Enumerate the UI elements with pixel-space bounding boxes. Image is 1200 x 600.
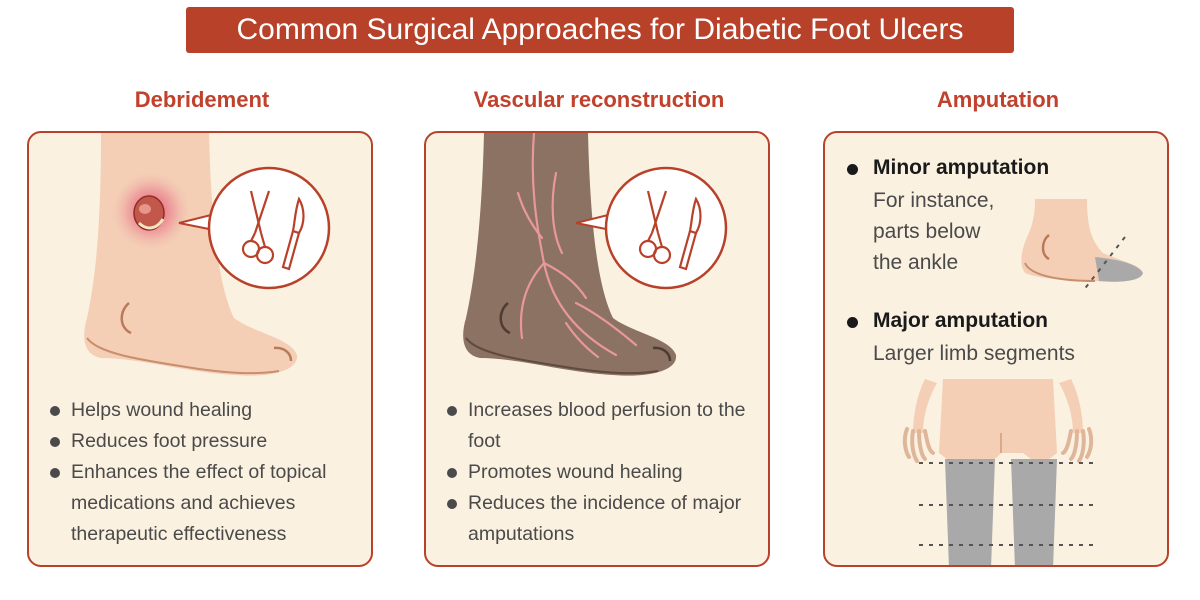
scissors-icon	[241, 190, 275, 265]
heading-vascular-reconstruction: Vascular reconstruction	[473, 87, 725, 112]
bullet-dot	[847, 164, 858, 175]
debridement-benefits-list: Helps wound healing Reduces foot pressur…	[47, 395, 367, 550]
list-item: Reduces the incidence of major amputatio…	[444, 488, 764, 550]
leg-shape	[463, 133, 677, 376]
title-banner: Common Surgical Approaches for Diabetic …	[186, 7, 1014, 53]
debridement-illustration	[84, 133, 331, 376]
list-item: Helps wound healing	[47, 395, 367, 426]
sole-line	[465, 337, 659, 375]
vascular-benefits-list: Increases blood perfusion to the foot Pr…	[444, 395, 764, 550]
list-item: Enhances the effect of topical medicatio…	[47, 457, 367, 550]
panel-debridement: Helps wound healing Reduces foot pressur…	[27, 131, 373, 567]
toe-line	[273, 346, 293, 362]
scissors-icon	[638, 190, 672, 265]
major-amputation-label: Major amputation	[873, 309, 1049, 332]
amputation-illustration	[902, 199, 1143, 565]
amputation-levels	[919, 462, 1095, 546]
minor-amputation-line-3: the ankle	[873, 251, 959, 274]
minor-amputation-foot	[1021, 199, 1143, 292]
bullet-dot	[847, 317, 858, 328]
instrument-bubble	[604, 166, 728, 290]
vascular-illustration	[463, 133, 728, 376]
panel-amputation: Minor amputation For instance, parts bel…	[823, 131, 1169, 567]
instrument-bubble	[207, 166, 331, 290]
scalpel-icon	[281, 196, 305, 271]
toe-line	[652, 346, 672, 362]
blood-vessels	[516, 133, 638, 359]
panel-vascular-reconstruction: Increases blood perfusion to the foot Pr…	[424, 131, 770, 567]
wound-icon	[133, 195, 165, 231]
minor-amputation-line-2: parts below	[873, 220, 981, 243]
list-item: Reduces foot pressure	[47, 426, 367, 457]
minor-amputation-label: Minor amputation	[873, 156, 1050, 179]
list-item: Increases blood perfusion to the foot	[444, 395, 764, 457]
major-amputation-body	[902, 379, 1095, 565]
list-item: Promotes wound healing	[444, 457, 764, 488]
sole-line	[86, 337, 280, 375]
heading-debridement: Debridement	[134, 87, 270, 112]
ankle-line	[120, 302, 132, 335]
ankle-line	[499, 302, 511, 335]
heading-amputation: Amputation	[936, 87, 1060, 112]
scalpel-icon	[678, 196, 702, 271]
major-amputation-description: Larger limb segments	[873, 342, 1075, 365]
minor-amputation-line-1: For instance,	[873, 189, 995, 212]
page-title: Common Surgical Approaches for Diabetic …	[236, 13, 964, 46]
